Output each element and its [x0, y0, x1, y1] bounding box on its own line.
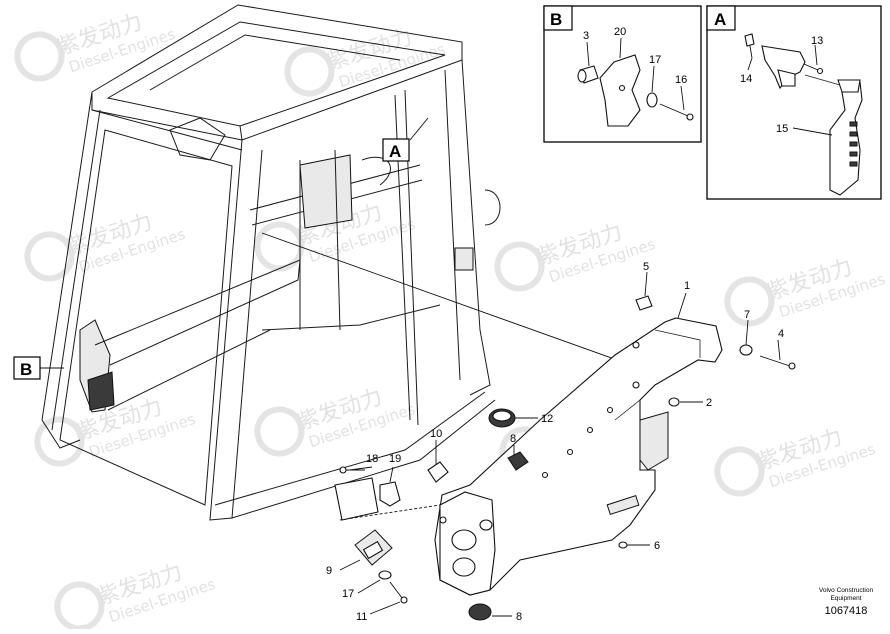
manufacturer-line2: Equipment [830, 595, 861, 602]
callout-17: 17 [342, 588, 354, 600]
detail-B-letter: B [550, 10, 562, 29]
watermark-logo-icon [34, 416, 85, 467]
watermark-logo-icon [14, 31, 65, 82]
callout-1: 1 [684, 280, 690, 292]
callout-4: 4 [778, 328, 784, 340]
detail-B-callout-20: 20 [614, 26, 626, 38]
watermark-logo-icon [494, 241, 545, 292]
watermark: 紫发动力 Diesel-Engines [494, 220, 658, 292]
watermark: 紫发动力 Diesel-Engines [34, 395, 198, 467]
detail-B-callout-16: 16 [675, 74, 687, 86]
watermark: 紫发动力 Diesel-Engines [54, 560, 218, 632]
ref-letter-A: A [389, 142, 401, 161]
detail-A-callout-15: 15 [776, 123, 788, 135]
watermark: 紫发动力 Diesel-Engines [24, 210, 188, 282]
watermark-logo-icon [724, 276, 775, 327]
detail-A-letter: A [714, 10, 726, 29]
callout-18: 18 [366, 453, 378, 465]
side-panel-assembly [334, 295, 796, 621]
detail-A-callout-14: 14 [740, 73, 752, 85]
callout-8-top: 8 [510, 433, 516, 445]
callout-11: 11 [356, 611, 367, 623]
drawing-number: 1067418 [825, 605, 868, 617]
callout-2: 2 [706, 397, 712, 409]
callout-12: 12 [541, 413, 553, 425]
watermark: 紫发动力 Diesel-Engines [714, 425, 878, 497]
callout-19: 19 [389, 453, 401, 465]
ref-letter-B: B [20, 360, 32, 379]
watermark: 紫发动力 Diesel-Engines [724, 255, 888, 327]
view-ref-A: A [382, 138, 410, 162]
detail-A-callout-13: 13 [811, 35, 823, 47]
detail-B-callout-17: 17 [649, 54, 661, 66]
callout-9: 9 [326, 565, 332, 577]
detail-B-callout-3: 3 [583, 30, 589, 42]
detail-view-B: B 3 20 17 16 [543, 5, 702, 143]
detail-view-A: A 14 13 15 [706, 5, 882, 200]
watermark-logo-icon [284, 46, 335, 97]
manufacturer-line1: Volvo Construction [819, 587, 874, 594]
watermark-logo-icon [714, 446, 765, 497]
watermark: 紫发动力 Diesel-Engines [14, 10, 178, 82]
view-ref-B: B [13, 356, 41, 380]
watermark: 紫发动力 Diesel-Engines [284, 25, 448, 97]
watermark-logo-icon [54, 581, 105, 632]
callout-7: 7 [744, 309, 750, 321]
drawing-caption: Volvo Construction Equipment 1067418 [819, 587, 874, 617]
callout-8-bottom: 8 [516, 611, 522, 623]
callout-5: 5 [643, 261, 649, 273]
callout-leaders [339, 271, 781, 617]
leader-lines [40, 117, 646, 521]
callout-6: 6 [654, 540, 660, 552]
callout-labels: 1 2 4 5 6 7 8 8 9 10 11 12 17 18 19 [326, 261, 784, 623]
watermark-logo-icon [254, 406, 305, 457]
watermark-logo-icon [24, 231, 75, 282]
watermark: 紫发动力 Diesel-Engines [254, 385, 418, 457]
callout-10: 10 [430, 428, 442, 440]
